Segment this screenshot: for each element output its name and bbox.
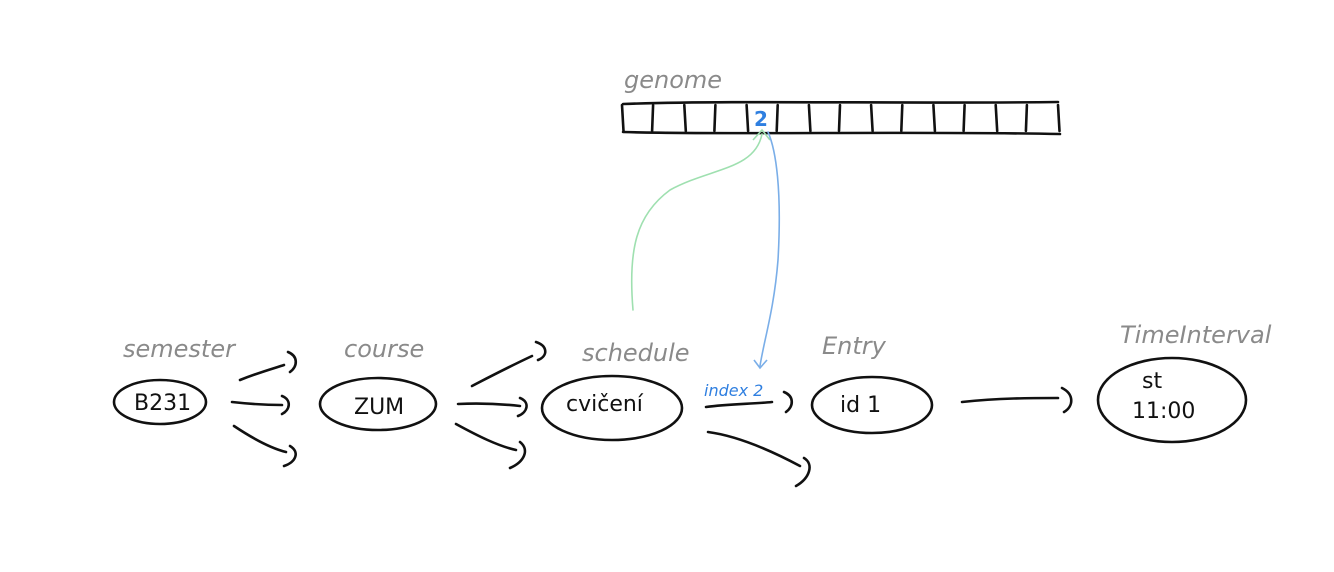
- genome-cell-divider: [713, 103, 717, 133]
- semester-node: [112, 378, 208, 426]
- blue-arrow-genome-to-index: [759, 131, 781, 367]
- genome-cell-divider: [745, 103, 750, 133]
- index-label: index 2: [704, 381, 763, 400]
- entry-value: id 1: [840, 393, 881, 418]
- green-arrow-schedule-to-genome: [630, 133, 763, 311]
- genome-cell-divider: [775, 103, 779, 133]
- green-arrow-head: [752, 128, 771, 141]
- genome-cell-divider: [869, 103, 874, 133]
- schedule-label: schedule: [582, 339, 690, 367]
- blue-arrow-head: [753, 359, 768, 370]
- genome-cell-divider: [900, 103, 904, 133]
- genome-cell-divider: [807, 103, 812, 133]
- genome-cell-divider: [1024, 103, 1029, 133]
- course-label: course: [344, 335, 424, 363]
- schedule-out-arrows: [704, 390, 811, 488]
- genome-cell-divider: [994, 103, 999, 133]
- genome-cell-divider: [962, 103, 966, 133]
- genome-cell-divider: [683, 103, 688, 133]
- timeinterval-node: [1096, 356, 1248, 444]
- genome-cell-divider: [650, 103, 655, 133]
- genome-cell-divider: [932, 103, 937, 133]
- semester-label: semester: [123, 335, 237, 363]
- timeinterval-label: TimeInterval: [1120, 321, 1272, 349]
- genome-cell-divider: [620, 103, 625, 133]
- genome-array: 2: [620, 100, 1062, 136]
- course-value: ZUM: [354, 395, 404, 420]
- course-node: [318, 376, 438, 432]
- timeinterval-value-line1: st: [1142, 369, 1162, 394]
- genome-marked-value: 2: [754, 107, 768, 131]
- semester-out-arrows: [230, 350, 298, 468]
- genome-cell-divider: [1056, 103, 1061, 133]
- semester-value: B231: [134, 391, 191, 416]
- genome-label: genome: [624, 66, 722, 94]
- entry-node: [810, 375, 934, 435]
- entry-to-timeinterval-arrow: [960, 386, 1073, 414]
- entry-label: Entry: [822, 332, 887, 360]
- schedule-value: cvičení: [566, 392, 644, 417]
- genome-cells: [620, 103, 1061, 133]
- genome-cell-divider: [837, 103, 842, 133]
- schedule-node: [540, 374, 684, 442]
- course-out-arrows: [454, 340, 547, 470]
- timeinterval-value-line2: 11:00: [1132, 399, 1195, 424]
